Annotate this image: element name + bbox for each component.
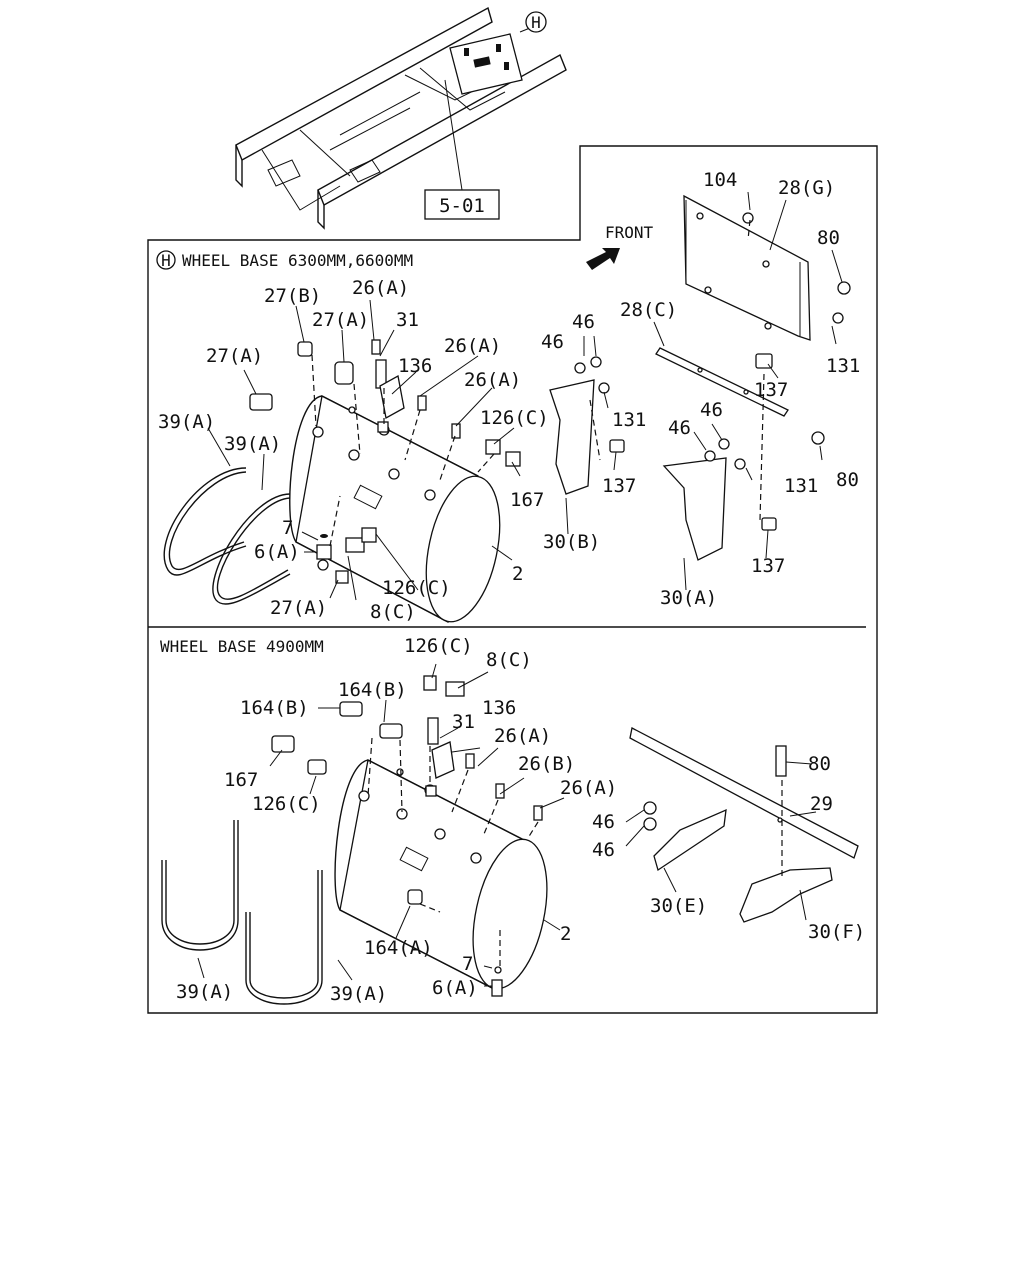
label-31: 31 [396, 309, 419, 331]
label-126c: 126(C) [480, 407, 549, 429]
reference-box[interactable]: 5-01 [424, 189, 500, 220]
label-39a: 39(A) [176, 981, 233, 1003]
label-167: 167 [510, 489, 544, 511]
label-46: 46 [572, 311, 595, 333]
label-137: 137 [602, 475, 636, 497]
label-8c: 8(C) [370, 601, 416, 623]
label-126c: 126(C) [404, 635, 473, 657]
label-29: 29 [810, 793, 833, 815]
label-7: 7 [282, 517, 293, 539]
label-137: 137 [751, 555, 785, 577]
label-46: 46 [700, 399, 723, 421]
label-80: 80 [808, 753, 831, 775]
label-46: 46 [668, 417, 691, 439]
fittings-upper [249, 339, 521, 584]
front-indicator: FRONT [586, 223, 654, 270]
label-136: 136 [398, 355, 432, 377]
label-27a: 27(A) [270, 597, 327, 619]
label-27a: 27(A) [206, 345, 263, 367]
label-28c: 28(C) [620, 299, 677, 321]
label-26a: 26(A) [494, 725, 551, 747]
label-7: 7 [462, 953, 473, 975]
panel-upper-header: H WHEEL BASE 6300MM,6600MM [156, 250, 413, 270]
air-tank-lower [334, 759, 548, 991]
label-46: 46 [541, 331, 564, 353]
brackets-lower [629, 727, 859, 923]
label-26a: 26(A) [464, 369, 521, 391]
label-39a: 39(A) [158, 411, 215, 433]
label-6a: 6(A) [432, 977, 478, 999]
label-46: 46 [592, 811, 615, 833]
label-131: 131 [784, 475, 818, 497]
chassis-frame-drawing [235, 6, 567, 230]
label-31: 31 [452, 711, 475, 733]
label-131: 131 [826, 355, 860, 377]
label-126c: 126(C) [252, 793, 321, 815]
brackets-upper [549, 194, 851, 561]
label-164a: 164(A) [364, 937, 433, 959]
leader-lines [197, 191, 843, 987]
label-2: 2 [560, 923, 571, 945]
panel-lower-title: WHEEL BASE 4900MM [160, 637, 324, 656]
label-30a: 30(A) [660, 587, 717, 609]
label-46: 46 [592, 839, 615, 861]
label-137: 137 [754, 379, 788, 401]
label-26a: 26(A) [444, 335, 501, 357]
label-8c: 8(C) [486, 649, 532, 671]
reference-box-label: 5-01 [439, 195, 485, 217]
label-164b: 164(B) [240, 697, 309, 719]
label-136: 136 [482, 697, 516, 719]
panel-upper-title: WHEEL BASE 6300MM,6600MM [182, 251, 413, 270]
part-labels-lower: 126(C) 8(C) 164(B) 164(B) 31 136 26(A) 2… [176, 635, 865, 1005]
label-26b: 26(B) [518, 753, 575, 775]
label-80: 80 [836, 469, 859, 491]
label-131: 131 [612, 409, 646, 431]
label-80: 80 [817, 227, 840, 249]
label-30b: 30(B) [543, 531, 600, 553]
label-2: 2 [512, 563, 523, 585]
u-bolts-upper [163, 467, 291, 605]
svg-text:FRONT: FRONT [605, 223, 654, 242]
label-39a: 39(A) [330, 983, 387, 1005]
u-bolts-lower [161, 820, 323, 1005]
part-labels-upper: 104 28(G) 80 131 137 28(C) 46 46 131 137… [158, 169, 860, 623]
label-167: 167 [224, 769, 258, 791]
diagram-border [147, 145, 878, 1014]
label-126c: 126(C) [382, 577, 451, 599]
svg-text:H: H [161, 251, 171, 270]
label-27b: 27(B) [264, 285, 321, 307]
label-164b: 164(B) [338, 679, 407, 701]
label-104: 104 [703, 169, 737, 191]
frame-tank-icon [449, 33, 523, 95]
label-30f: 30(F) [808, 921, 865, 943]
callout-circle-h: H [525, 11, 547, 33]
label-30e: 30(E) [650, 895, 707, 917]
fittings-lower [271, 675, 543, 997]
label-27a: 27(A) [312, 309, 369, 331]
label-6a: 6(A) [254, 541, 300, 563]
svg-text:H: H [531, 13, 541, 32]
label-26a: 26(A) [352, 277, 409, 299]
label-26a: 26(A) [560, 777, 617, 799]
label-28g: 28(G) [778, 177, 835, 199]
label-39a: 39(A) [224, 433, 281, 455]
